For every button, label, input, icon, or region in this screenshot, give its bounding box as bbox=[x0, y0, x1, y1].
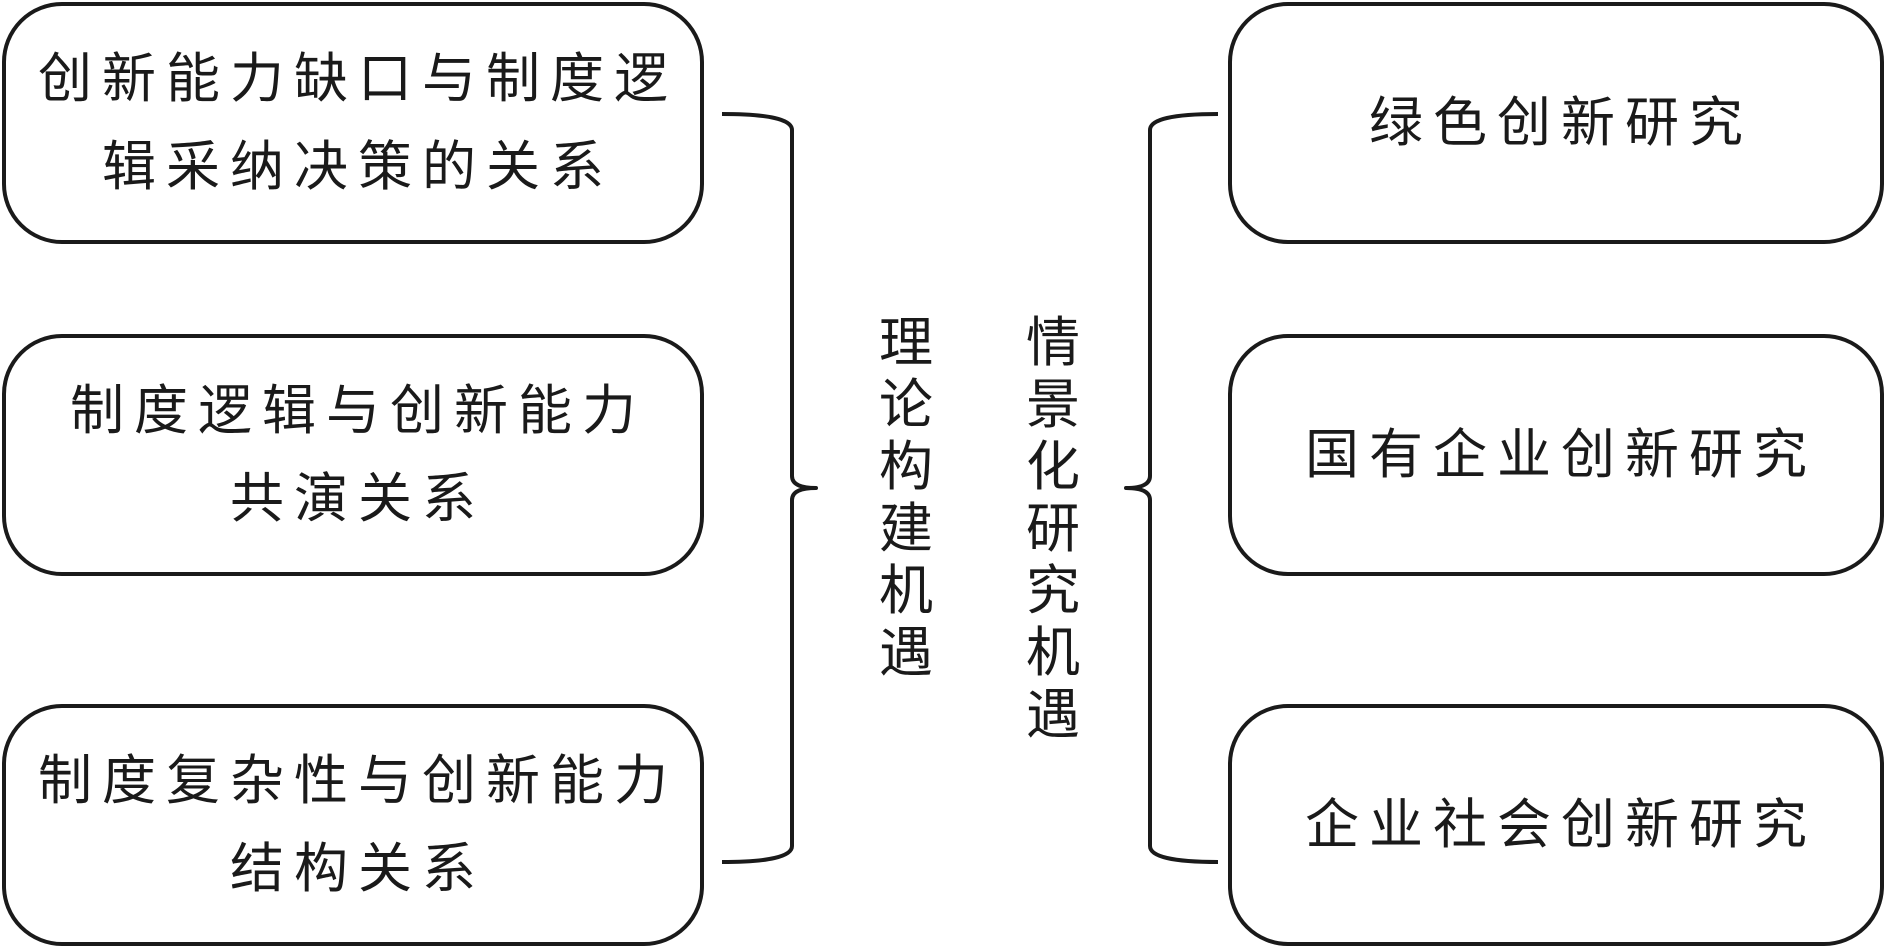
left-box-2: 制度逻辑与创新能力 共演关系 bbox=[2, 334, 704, 576]
left-bracket bbox=[721, 112, 818, 864]
right-box-1: 绿色创新研究 bbox=[1228, 2, 1884, 244]
right-box-2: 国有企业创新研究 bbox=[1228, 334, 1884, 576]
right-box-1-label: 绿色创新研究 bbox=[1369, 91, 1753, 154]
left-box-2-label: 制度逻辑与创新能力 共演关系 bbox=[70, 379, 646, 530]
left-box-3: 制度复杂性与创新能力 结构关系 bbox=[2, 704, 704, 946]
right-box-3-label: 企业社会创新研究 bbox=[1305, 793, 1817, 856]
right-box-3: 企业社会创新研究 bbox=[1228, 704, 1884, 946]
right-bracket bbox=[1124, 112, 1219, 864]
left-group-label: 理论构建机遇 bbox=[879, 311, 933, 684]
right-box-2-label: 国有企业创新研究 bbox=[1305, 423, 1817, 486]
left-box-3-label: 制度复杂性与创新能力 结构关系 bbox=[38, 749, 678, 900]
right-group-label: 情景化研究机遇 bbox=[1026, 311, 1080, 746]
left-box-1: 创新能力缺口与制度逻 辑采纳决策的关系 bbox=[2, 2, 704, 244]
left-box-1-label: 创新能力缺口与制度逻 辑采纳决策的关系 bbox=[38, 47, 678, 198]
